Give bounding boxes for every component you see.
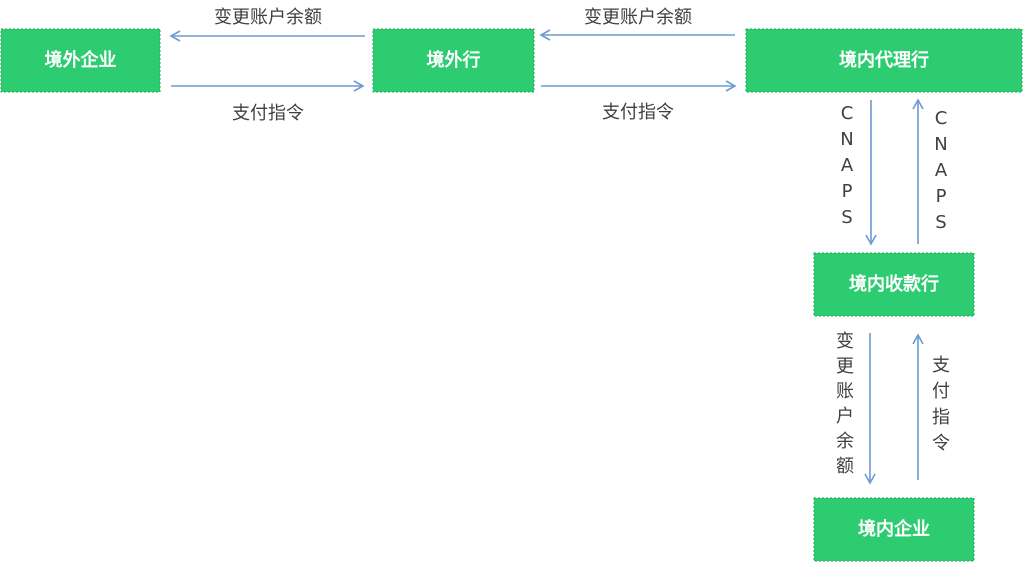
- node-domestic-enterprise-label: 境内企业: [858, 518, 930, 540]
- node-domestic-receiving-bank: 境内收款行: [813, 252, 975, 317]
- edge-label-change-balance-3: 变更账户余额: [836, 331, 854, 477]
- node-domestic-enterprise: 境内企业: [813, 497, 975, 562]
- edge-change-balance-3: 变更账户余额: [836, 331, 876, 485]
- edge-label-payment-order-2: 支付指令: [602, 102, 674, 123]
- edge-label-change-balance-1: 变更账户余额: [214, 7, 322, 28]
- edge-payment-order-2: 支付指令: [541, 80, 737, 123]
- node-overseas-bank-label: 境外行: [427, 49, 481, 71]
- edge-label-change-balance-2: 变更账户余额: [584, 7, 692, 28]
- edge-payment-order-1: 支付指令: [171, 80, 365, 124]
- node-overseas-enterprise-label: 境外企业: [45, 49, 117, 71]
- node-overseas-bank: 境外行: [372, 28, 535, 93]
- node-domestic-agent-bank: 境内代理行: [745, 28, 1023, 93]
- edge-label-payment-order-3: 支付指令: [932, 355, 950, 454]
- node-domestic-agent-bank-label: 境内代理行: [839, 49, 929, 71]
- edge-change-balance-2: 变更账户余额: [539, 7, 735, 41]
- node-domestic-receiving-bank-label: 境内收款行: [849, 273, 939, 295]
- node-overseas-enterprise: 境外企业: [0, 28, 161, 93]
- edge-payment-order-3: 支付指令: [912, 333, 950, 480]
- edge-change-balance-1: 变更账户余额: [169, 7, 365, 42]
- edge-label-payment-order-1: 支付指令: [232, 103, 304, 124]
